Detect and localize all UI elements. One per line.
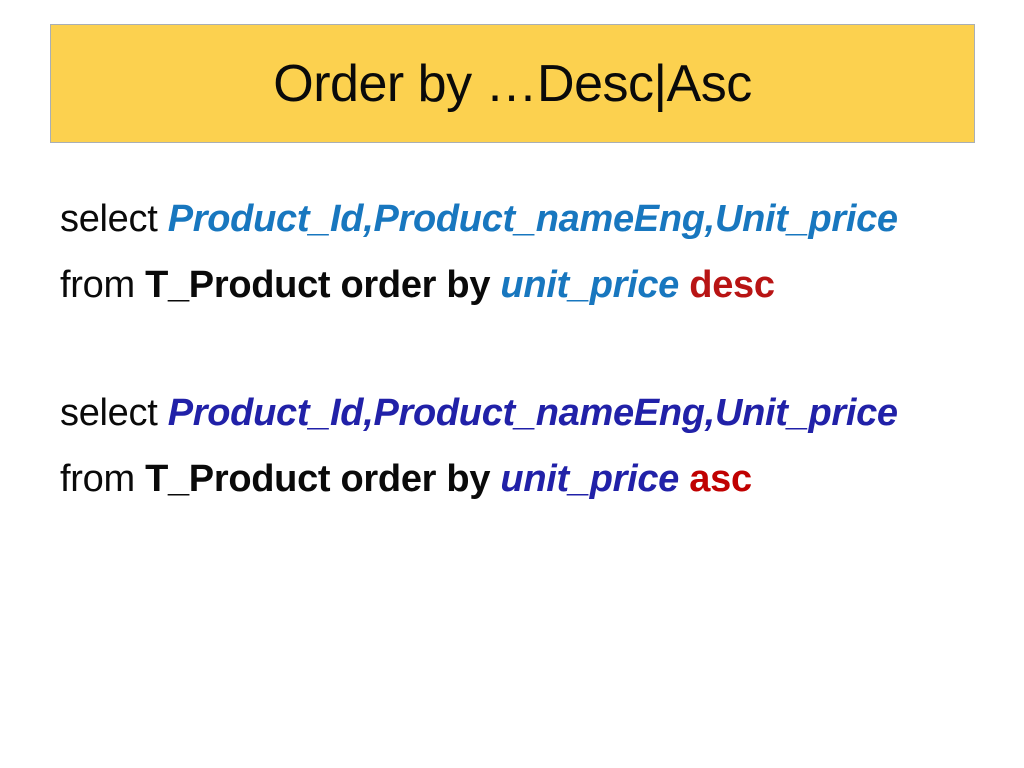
page-title: Order by …Desc|Asc <box>273 54 752 113</box>
order-column: unit_price <box>500 458 680 500</box>
sql-line-desc-1: select Product_Id,Product_nameEng,Unit_p… <box>60 186 990 252</box>
column-list: Product_Id,Product_nameEng,Unit_price <box>167 198 898 240</box>
space-separator <box>679 458 689 500</box>
sql-line-desc-2: from T_Product order by unit_price desc <box>60 252 990 318</box>
keyword-select: select <box>60 198 168 240</box>
table-and-orderby: T_Product order by <box>145 458 501 500</box>
table-and-orderby: T_Product order by <box>145 264 501 306</box>
keyword-select: select <box>60 392 168 434</box>
sql-code-body: select Product_Id,Product_nameEng,Unit_p… <box>60 186 990 512</box>
sort-direction-desc: desc <box>689 264 775 306</box>
keyword-from: from <box>60 264 146 306</box>
order-column: unit_price <box>500 264 680 306</box>
title-banner: Order by …Desc|Asc <box>50 24 975 143</box>
sql-statement-asc: select Product_Id,Product_nameEng,Unit_p… <box>60 380 990 512</box>
keyword-from: from <box>60 458 146 500</box>
space-separator <box>679 264 689 306</box>
sql-line-asc-1: select Product_Id,Product_nameEng,Unit_p… <box>60 380 990 446</box>
sort-direction-asc: asc <box>689 458 752 500</box>
sql-statement-desc: select Product_Id,Product_nameEng,Unit_p… <box>60 186 990 318</box>
sql-line-asc-2: from T_Product order by unit_price asc <box>60 446 990 512</box>
column-list: Product_Id,Product_nameEng,Unit_price <box>167 392 898 434</box>
